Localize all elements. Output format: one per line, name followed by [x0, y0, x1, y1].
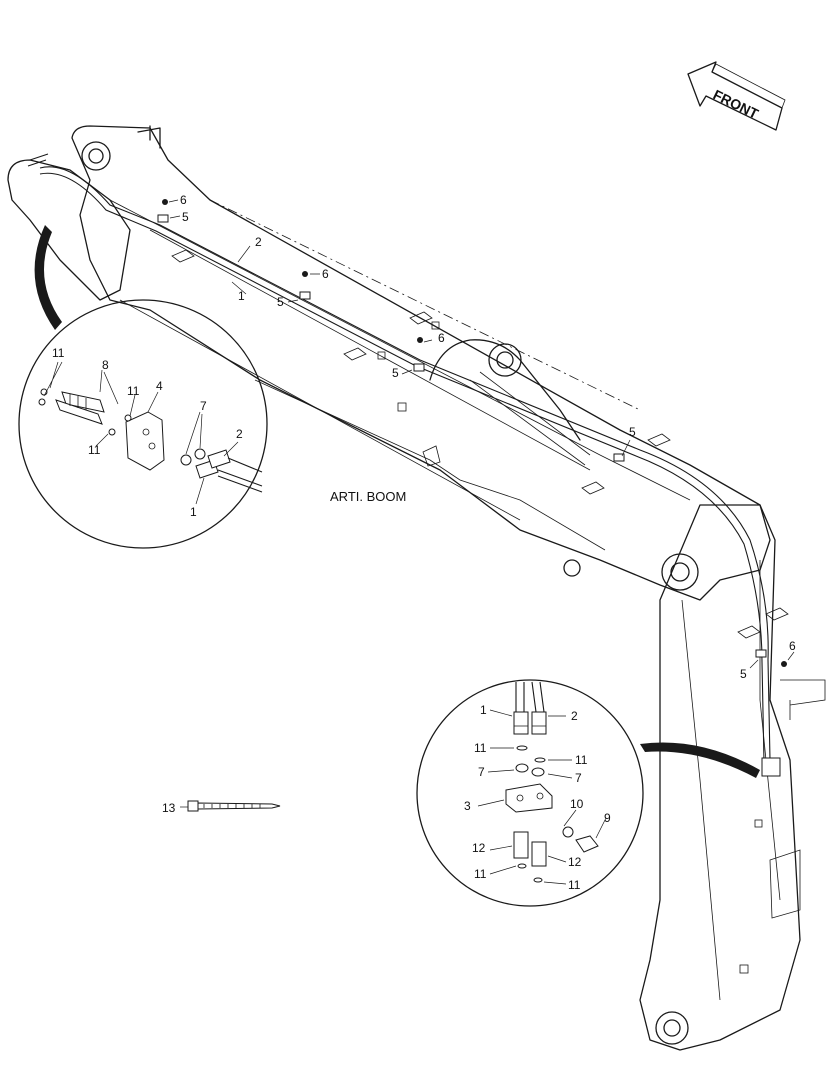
callout-11a: 11 — [52, 346, 65, 360]
callout-10: 10 — [570, 797, 584, 811]
front-arrow-icon — [687, 61, 786, 131]
boom-leaders — [168, 199, 795, 669]
callout-13: 13 — [162, 801, 176, 815]
callout-12b: 12 — [568, 855, 582, 869]
main-boom-body — [639, 504, 826, 1051]
callout-11d: 11 — [474, 741, 487, 755]
callout-3: 3 — [464, 799, 471, 813]
callout-5a: 5 — [182, 210, 189, 224]
callout-1c: 1 — [480, 703, 487, 717]
callout-8: 8 — [102, 358, 109, 372]
arti-boom-body — [7, 125, 771, 601]
callout-2c: 2 — [571, 709, 578, 723]
assembly-title: ARTI. BOOM — [330, 489, 406, 504]
callout-2a: 2 — [255, 235, 262, 249]
callout-11b: 11 — [127, 384, 140, 398]
callout-6d: 6 — [789, 639, 796, 653]
front-label: FRONT — [711, 86, 762, 122]
detail-lower-leaders — [477, 709, 607, 885]
callout-6c: 6 — [438, 331, 445, 345]
callout-12a: 12 — [472, 841, 486, 855]
callout-5c: 5 — [392, 366, 399, 380]
callout-6b: 6 — [322, 267, 329, 281]
callout-5e: 5 — [740, 667, 747, 681]
detail-view-lower — [416, 679, 760, 907]
callout-11c: 11 — [88, 443, 101, 457]
callout-2b: 2 — [236, 427, 243, 441]
callout-7c: 7 — [575, 771, 582, 785]
callout-7b: 7 — [478, 765, 485, 779]
callout-11f: 11 — [474, 867, 487, 881]
detail-view-upper — [18, 225, 268, 549]
callout-6a: 6 — [180, 193, 187, 207]
boom-clamps — [157, 199, 787, 667]
callout-9: 9 — [604, 811, 611, 825]
detail-upper-leaders — [43, 361, 239, 505]
callout-11g: 11 — [568, 878, 581, 892]
hose-pair — [27, 153, 781, 777]
callout-5b: 5 — [277, 295, 284, 309]
callout-1a: 1 — [238, 289, 245, 303]
callout-4: 4 — [156, 379, 163, 393]
callout-7a: 7 — [200, 399, 207, 413]
callout-11e: 11 — [575, 753, 588, 767]
callout-1b: 1 — [190, 505, 197, 519]
cable-tie-icon — [187, 800, 281, 812]
callout-5d: 5 — [629, 425, 636, 439]
